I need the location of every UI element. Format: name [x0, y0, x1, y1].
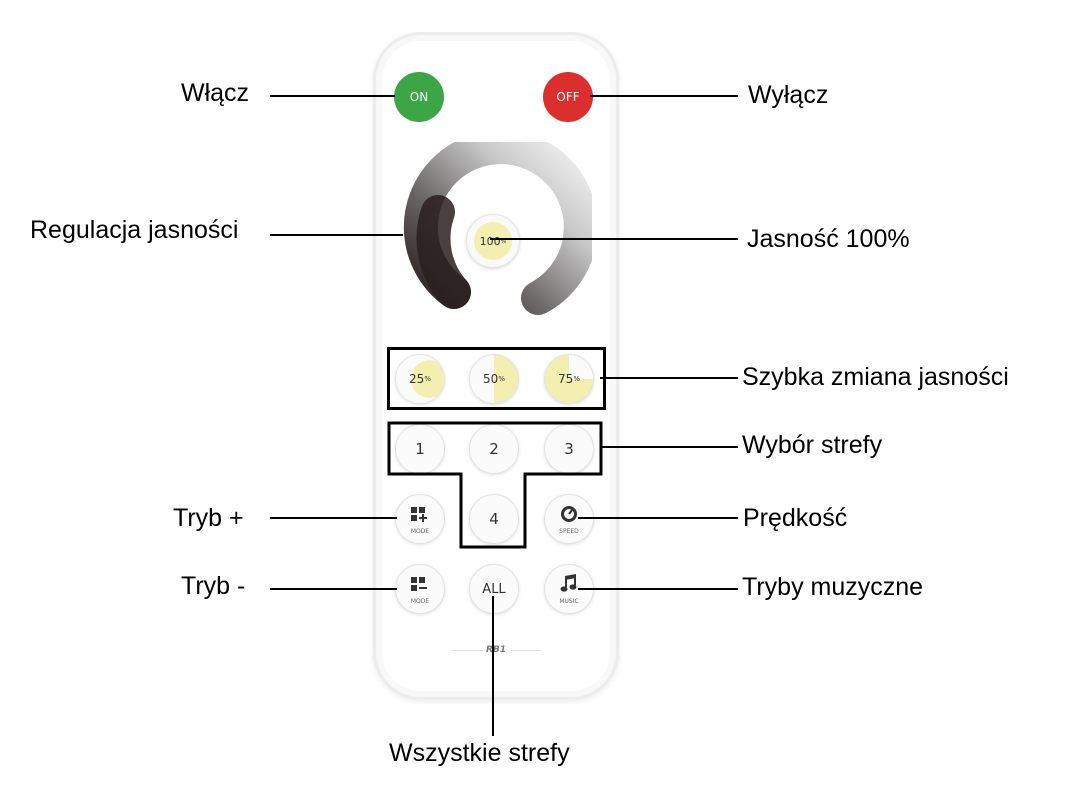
brightness-75-button[interactable]: 75% [544, 354, 594, 404]
leader-brightness-control [270, 234, 403, 236]
mode-minus-button[interactable]: MODE [395, 564, 445, 614]
speed-sublabel: SPEED [559, 528, 579, 535]
label-off: Wyłącz [748, 81, 829, 109]
zone-3-button[interactable]: 3 [544, 424, 594, 474]
zone-2-label: 2 [489, 440, 499, 458]
on-button[interactable]: ON [394, 72, 444, 122]
zone-4-label: 4 [489, 510, 499, 528]
brightness-50-button[interactable]: 50% [469, 354, 519, 404]
label-music-modes: Tryby muzyczne [742, 573, 924, 601]
brightness-25-button[interactable]: 25% [395, 354, 445, 404]
label-on: Włącz [181, 79, 250, 107]
mode-plus-button[interactable]: MODE [395, 494, 445, 544]
zone-1-label: 1 [415, 440, 425, 458]
label-quick-brightness: Szybka zmiana jasności [742, 363, 1009, 391]
mode-plus-sublabel: MODE [410, 528, 430, 535]
speed-icon [561, 506, 577, 522]
leader-off [590, 95, 738, 97]
label-brightness-100: Jasność 100% [747, 225, 910, 253]
label-speed: Prędkość [743, 504, 848, 532]
music-sublabel: MUSIC [559, 598, 579, 605]
leader-mode-minus [270, 588, 397, 590]
all-zones-label: ALL [482, 581, 506, 597]
brightness-75-unit: % [573, 375, 580, 383]
brightness-25-unit: % [424, 375, 431, 383]
leader-speed [578, 517, 738, 519]
brightness-50-value: 50 [483, 372, 499, 386]
leader-zone-select [600, 446, 738, 448]
label-zone-select: Wybór strefy [742, 431, 883, 459]
mode-plus-icon [411, 507, 427, 522]
zone-3-label: 3 [564, 440, 574, 458]
leader-quick-brightness [600, 377, 738, 379]
on-button-label: ON [409, 90, 429, 104]
leader-brightness-100 [490, 238, 738, 240]
speed-button[interactable]: SPEED [544, 494, 594, 544]
brightness-ring[interactable] [392, 142, 592, 324]
zone-1-button[interactable]: 1 [395, 424, 445, 474]
label-all-zones: Wszystkie strefy [389, 739, 570, 767]
off-button[interactable]: OFF [543, 72, 593, 122]
label-mode-plus: Tryb + [173, 504, 244, 532]
all-zones-button[interactable]: ALL [469, 564, 519, 614]
brightness-50-unit: % [498, 375, 505, 383]
off-button-label: OFF [556, 90, 580, 104]
zone-2-button[interactable]: 2 [469, 424, 519, 474]
brightness-75-value: 75 [558, 372, 574, 386]
zone-4-button[interactable]: 4 [469, 494, 519, 544]
brightness-25-value: 25 [409, 372, 425, 386]
label-mode-minus: Tryb - [181, 572, 246, 600]
leader-on [270, 95, 395, 97]
leader-music [578, 588, 738, 590]
leader-all-zones [492, 596, 494, 736]
music-note-icon [560, 574, 577, 592]
brightness-100-value: 100 [479, 234, 501, 248]
mode-minus-sublabel: MODE [410, 598, 430, 605]
brightness-100-unit: % [500, 237, 507, 245]
label-brightness-control: Regulacja jasności [30, 216, 239, 244]
leader-mode-plus [270, 517, 397, 519]
mode-minus-icon [411, 577, 427, 591]
brightness-100-button[interactable]: 100% [466, 214, 520, 268]
